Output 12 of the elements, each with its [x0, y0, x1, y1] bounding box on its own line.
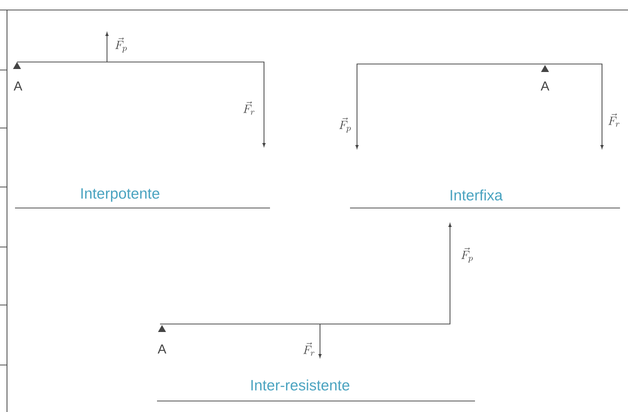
point-label: A [14, 82, 22, 90]
lever-title: Interfixa [450, 190, 503, 200]
force-label: $\vec{F}_p$ [115, 37, 127, 53]
lever-title: Interpotente [81, 188, 160, 202]
force-label: $\vec{F}_r$ [243, 101, 254, 115]
lever-title: Inter-resistente [251, 380, 350, 390]
point-label: A [158, 344, 166, 354]
force-label: $\vec{F}_r$ [608, 113, 620, 127]
force-label: $\vec{F}_p$ [339, 117, 351, 133]
force-label: $\vec{F}_p$ [461, 247, 473, 263]
force-label: $\vec{F}_r$ [303, 342, 314, 356]
point-label: A [540, 82, 550, 90]
